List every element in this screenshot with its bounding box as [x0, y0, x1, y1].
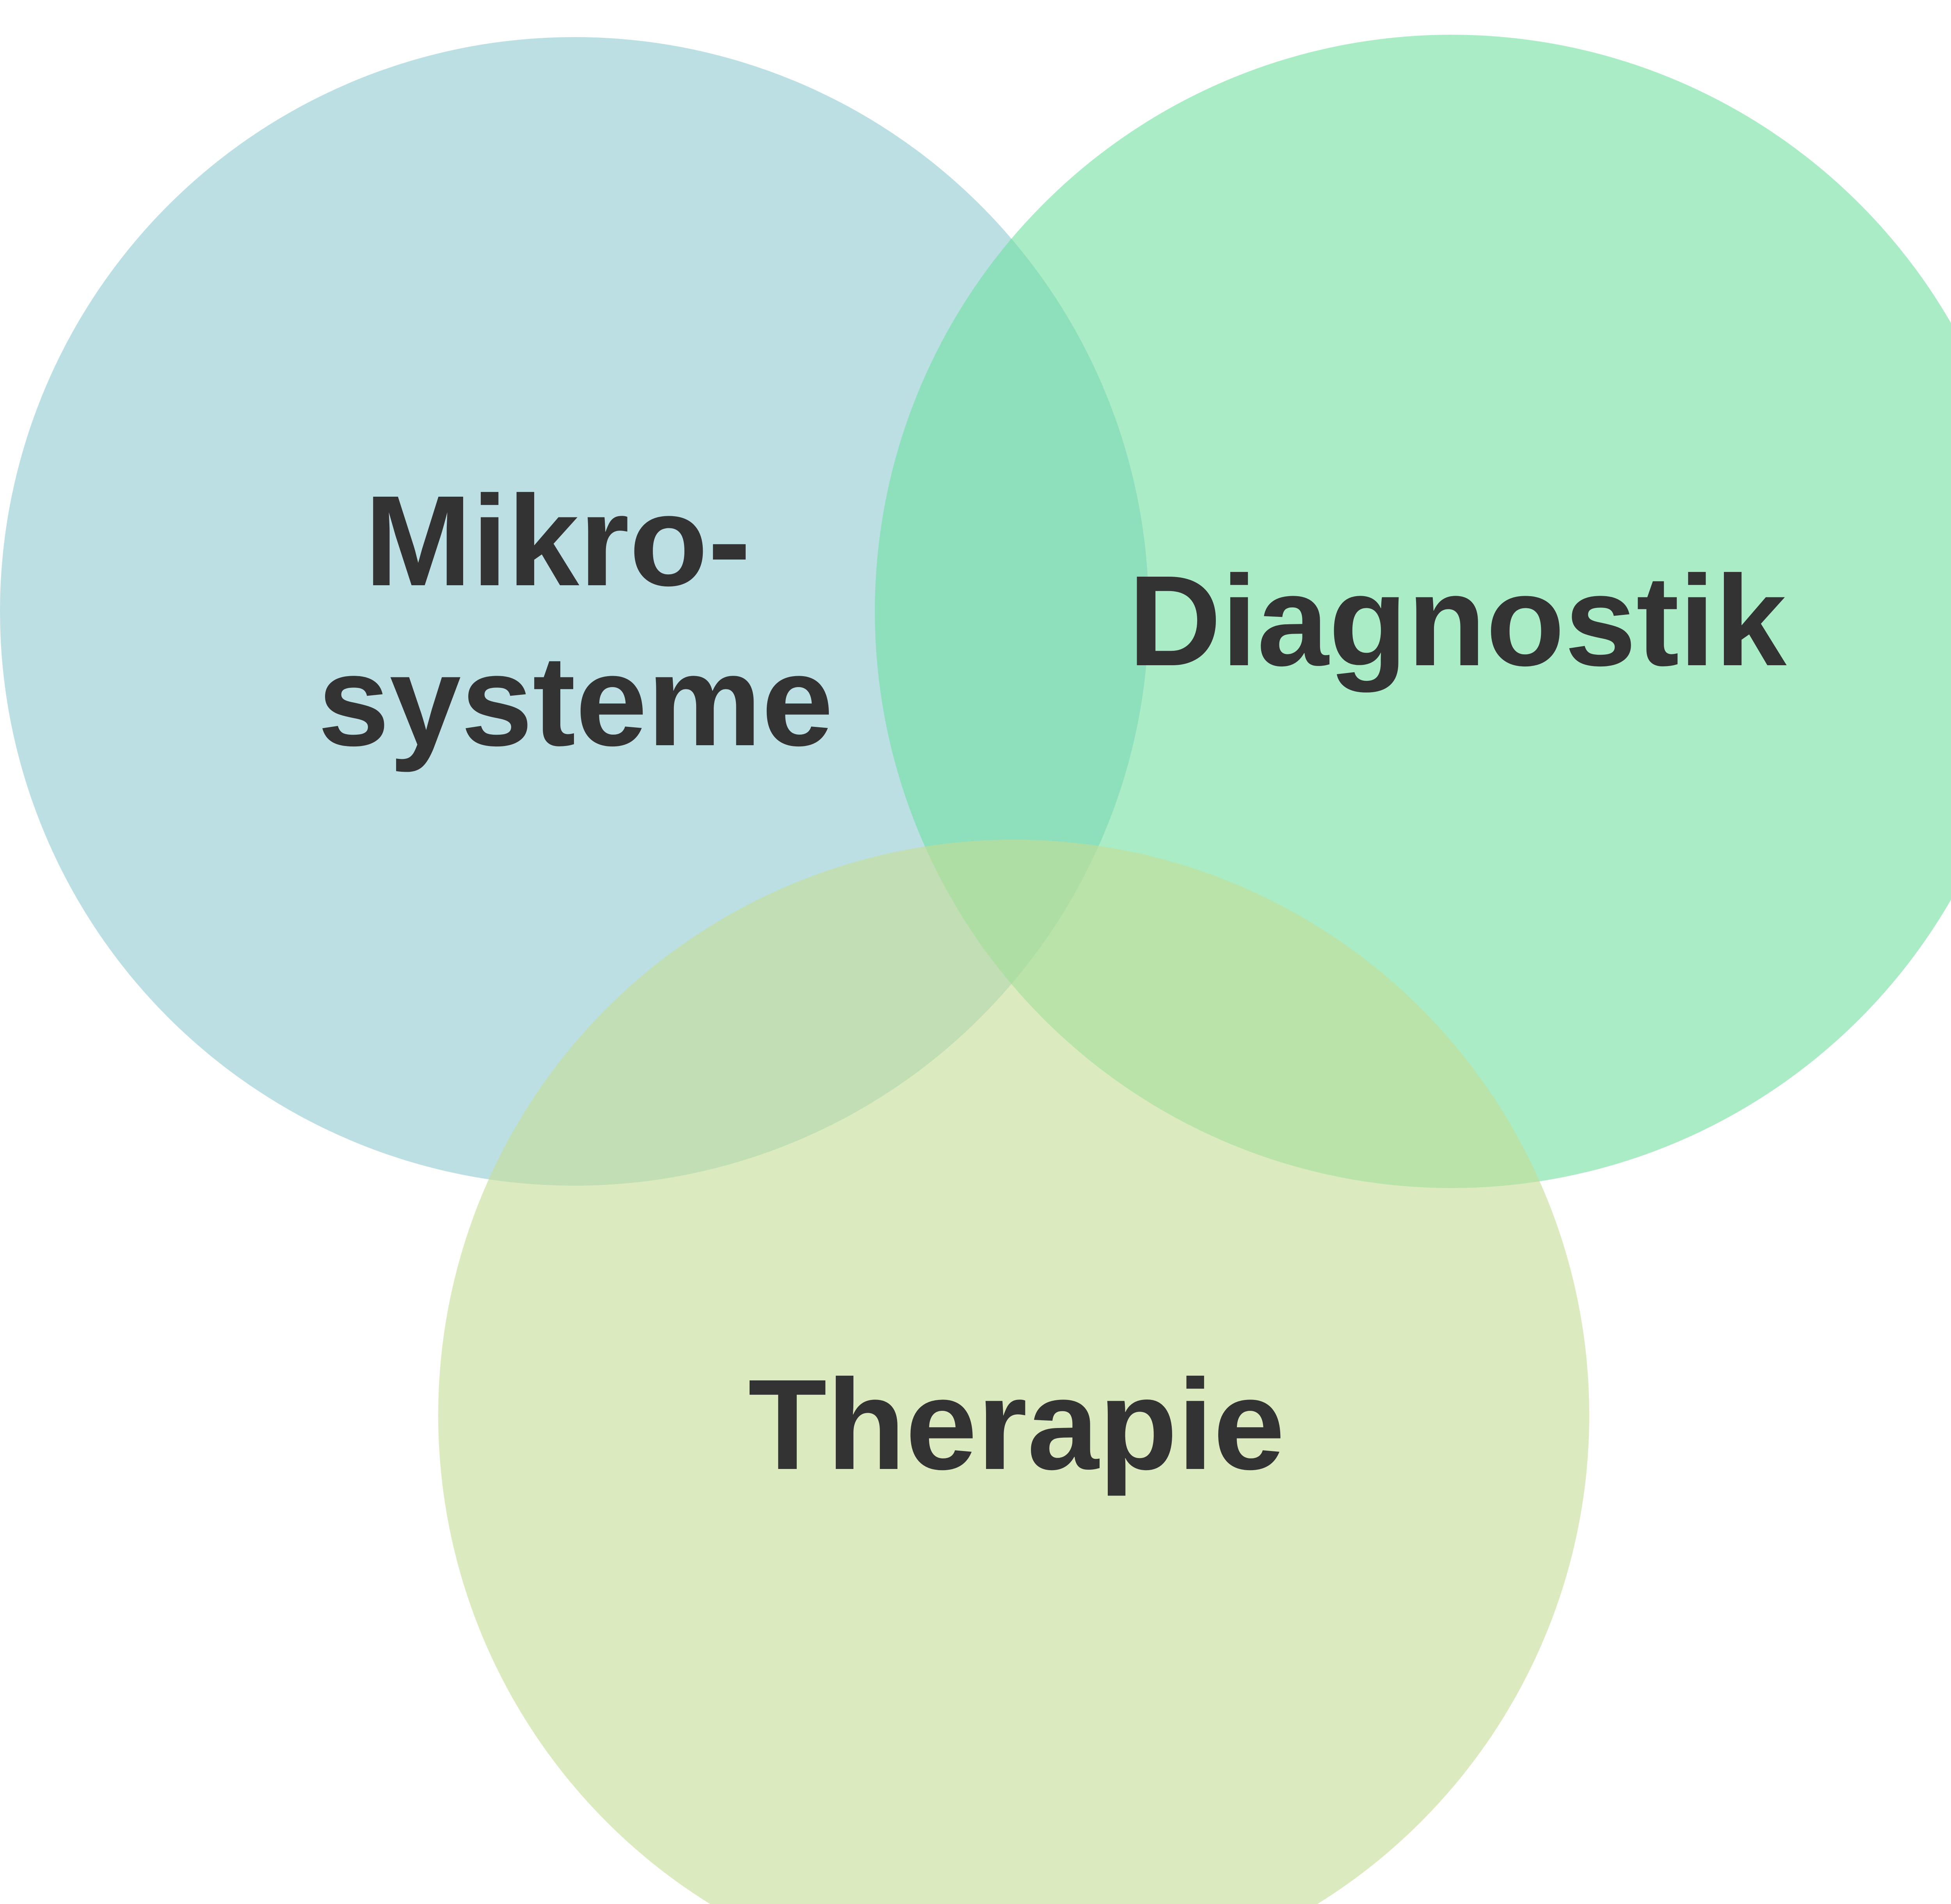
label-diagnostik: Diagnostik [1128, 549, 1788, 693]
label-therapie: Therapie [748, 1352, 1285, 1497]
label-mikrosysteme: Mikro- systeme [318, 469, 833, 773]
label-mikrosysteme-line-1: Mikro- [364, 469, 751, 613]
circle-therapie [438, 840, 1589, 1904]
label-mikrosysteme-line-2: systeme [318, 629, 833, 773]
